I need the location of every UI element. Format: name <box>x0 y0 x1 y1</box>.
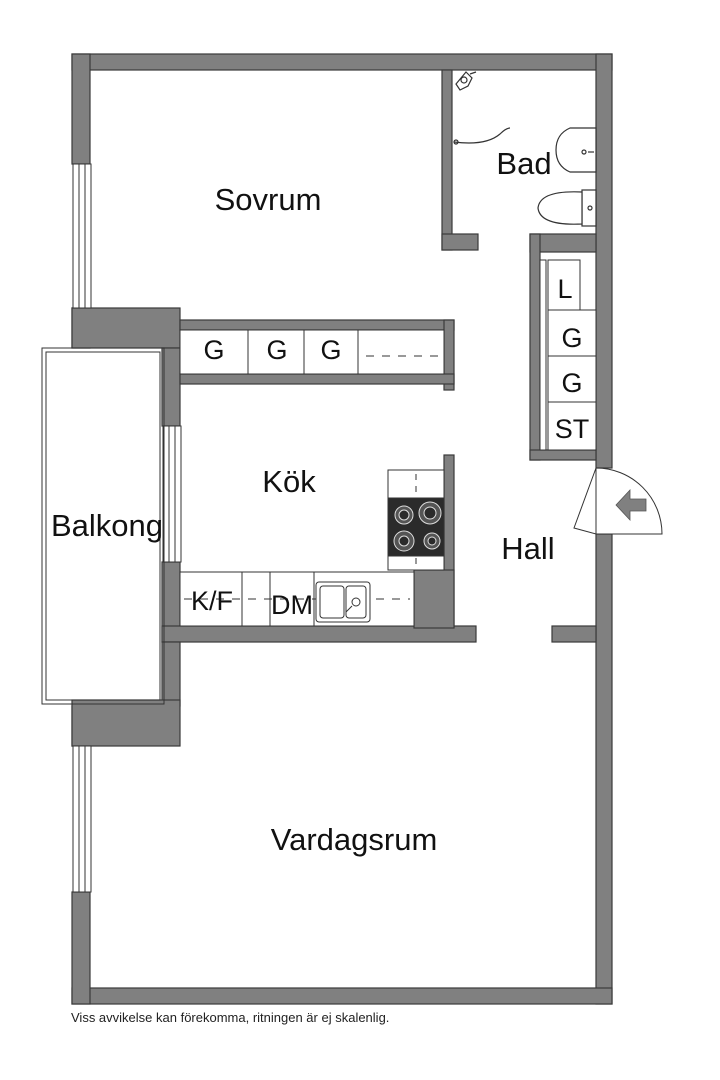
walls <box>71 53 613 1005</box>
hall-wardrobe-label-1: G <box>561 323 582 353</box>
bathroom-fixtures <box>453 71 597 227</box>
sink-icon <box>315 581 371 623</box>
wardrobe-label-1: G <box>203 335 224 365</box>
window-bedroom <box>72 163 92 309</box>
room-label-balkong: Balkong <box>51 508 163 543</box>
dishwasher-label: DM <box>271 590 313 620</box>
shower-icon <box>455 71 477 91</box>
disclaimer-footnote: Viss avvikelse kan förekomma, ritningen … <box>71 1010 390 1025</box>
entrance-arrow-icon <box>615 488 647 522</box>
toilet-icon <box>537 189 597 227</box>
hall-wardrobe-label-2: G <box>561 368 582 398</box>
entrance-door <box>573 467 663 535</box>
room-label-hall: Hall <box>501 531 554 566</box>
room-label-kok: Kök <box>262 464 316 499</box>
washbasin-icon <box>555 127 597 173</box>
windows <box>72 163 182 893</box>
kitchen-fixtures <box>179 469 445 627</box>
bedroom-wardrobes <box>179 329 445 375</box>
hall-storage-label: ST <box>555 414 590 444</box>
room-label-bad: Bad <box>496 146 551 181</box>
hall-wardrobes <box>539 259 597 451</box>
wardrobe-label-2: G <box>266 335 287 365</box>
stove-icon <box>387 497 445 557</box>
fridge-freezer-label: K/F <box>191 586 233 616</box>
window-living <box>72 745 92 893</box>
room-label-sovrum: Sovrum <box>215 182 322 217</box>
wardrobe-label-3: G <box>320 335 341 365</box>
window-kitchen <box>162 425 182 563</box>
room-label-vardagsrum: Vardagsrum <box>271 822 438 857</box>
hall-linen-label: L <box>557 274 572 304</box>
shower-hose-icon <box>453 127 511 145</box>
balcony-outline <box>41 347 165 705</box>
